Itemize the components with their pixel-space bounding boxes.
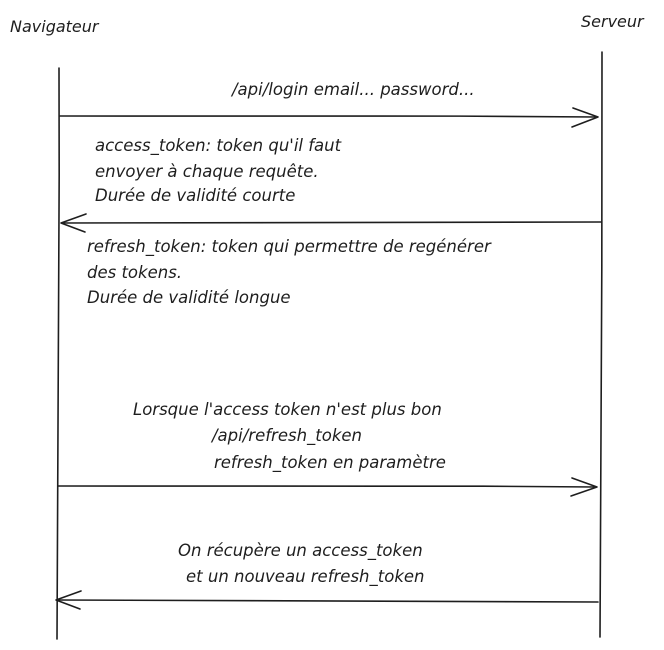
arrow-access-token-response (61, 221, 602, 224)
client-lifeline (56, 67, 61, 640)
message-refresh-request-line-1: Lorsque l'access token n'est plus bon (133, 400, 442, 419)
message-access-token-line-3: Durée de validité courte (95, 186, 295, 205)
message-refresh-token-line-2: des tokens. (87, 263, 182, 282)
arrowhead-access-token-response (60, 213, 87, 233)
server-lifeline (599, 51, 604, 638)
arrow-refresh-request (57, 485, 597, 488)
message-new-tokens-line-1: On récupère un access_token (178, 541, 423, 561)
arrowhead-refresh-request (570, 477, 598, 497)
message-new-tokens-line-2: et un nouveau refresh_token (186, 567, 424, 587)
arrow-login-request (59, 115, 598, 118)
actor-server-label: Serveur (581, 12, 645, 31)
arrowhead-new-tokens-response (55, 590, 82, 610)
message-access-token-line-1: access_token: token qu'il faut (95, 136, 342, 156)
actor-client-label: Navigateur (10, 17, 100, 36)
message-access-token-line-2: envoyer à chaque requête. (95, 162, 319, 181)
message-refresh-token-line-1: refresh_token: token qui permettre de re… (87, 237, 492, 257)
arrowhead-login-request (571, 107, 599, 128)
message-login-request-line-1: /api/login email... password... (230, 80, 475, 99)
arrow-new-tokens-response (56, 599, 599, 604)
message-refresh-request-line-3: refresh_token en paramètre (214, 453, 446, 473)
message-refresh-request-line-2: /api/refresh_token (210, 426, 362, 446)
message-refresh-token-line-3: Durée de validité longue (87, 288, 291, 307)
